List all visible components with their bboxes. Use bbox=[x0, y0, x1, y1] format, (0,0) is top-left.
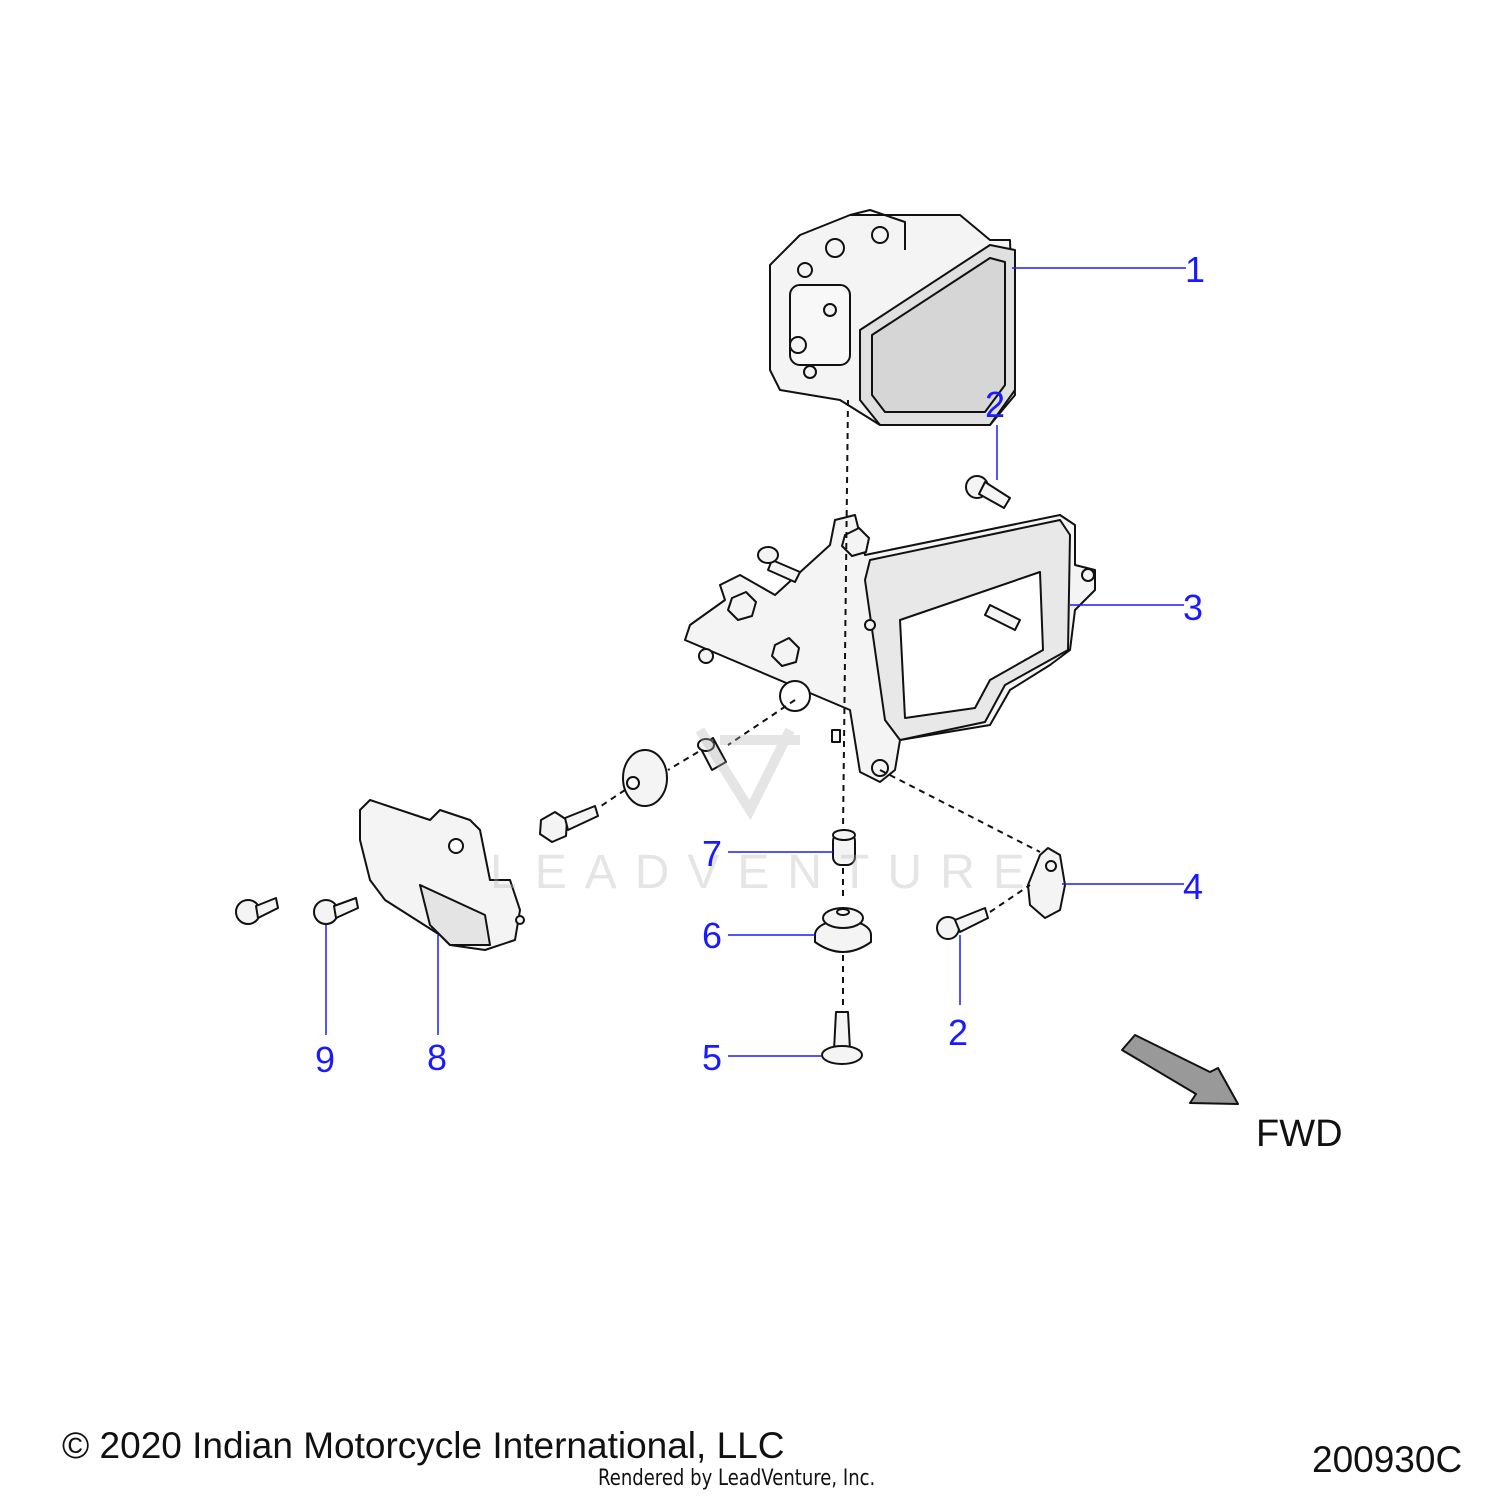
bolt-part-5 bbox=[821, 1011, 863, 1065]
fwd-label: FWD bbox=[1256, 1113, 1343, 1155]
abs-module-part bbox=[769, 209, 1016, 426]
cover-part bbox=[359, 799, 525, 951]
callout-2-upper[interactable]: 2 bbox=[985, 384, 1006, 425]
callout-5[interactable]: 5 bbox=[702, 1037, 723, 1078]
watermark-text: LEADVENTURE bbox=[490, 846, 1043, 899]
clip-part bbox=[1027, 847, 1066, 919]
callout-7[interactable]: 7 bbox=[702, 833, 723, 874]
screw-part-left bbox=[235, 897, 279, 925]
screw-part-9 bbox=[313, 897, 359, 925]
forward-arrow-icon bbox=[1121, 1034, 1239, 1105]
spacer-part bbox=[832, 829, 856, 866]
leader-lines bbox=[325, 267, 1186, 1057]
mounting-bracket-part bbox=[684, 514, 1096, 783]
callout-6[interactable]: 6 bbox=[702, 915, 723, 956]
callout-3[interactable]: 3 bbox=[1183, 587, 1204, 628]
callout-8[interactable]: 8 bbox=[427, 1037, 448, 1078]
grommet-part bbox=[814, 907, 872, 953]
copyright-text: © 2020 Indian Motorcycle International, … bbox=[62, 1425, 785, 1466]
drawing-number: 200930C bbox=[1312, 1439, 1463, 1480]
rendered-by-text: Rendered by LeadVenture, Inc. bbox=[598, 1466, 876, 1491]
callout-2-lower[interactable]: 2 bbox=[948, 1012, 969, 1053]
leadventure-watermark-icon bbox=[695, 727, 800, 821]
side-grommet-part bbox=[539, 737, 727, 843]
bolt-part-upper bbox=[965, 475, 1011, 509]
callout-4[interactable]: 4 bbox=[1183, 866, 1204, 907]
assembly-lines bbox=[597, 399, 1041, 1010]
callout-1[interactable]: 1 bbox=[1185, 249, 1206, 290]
callout-9[interactable]: 9 bbox=[315, 1039, 336, 1080]
bolt-part-lower bbox=[936, 907, 989, 940]
